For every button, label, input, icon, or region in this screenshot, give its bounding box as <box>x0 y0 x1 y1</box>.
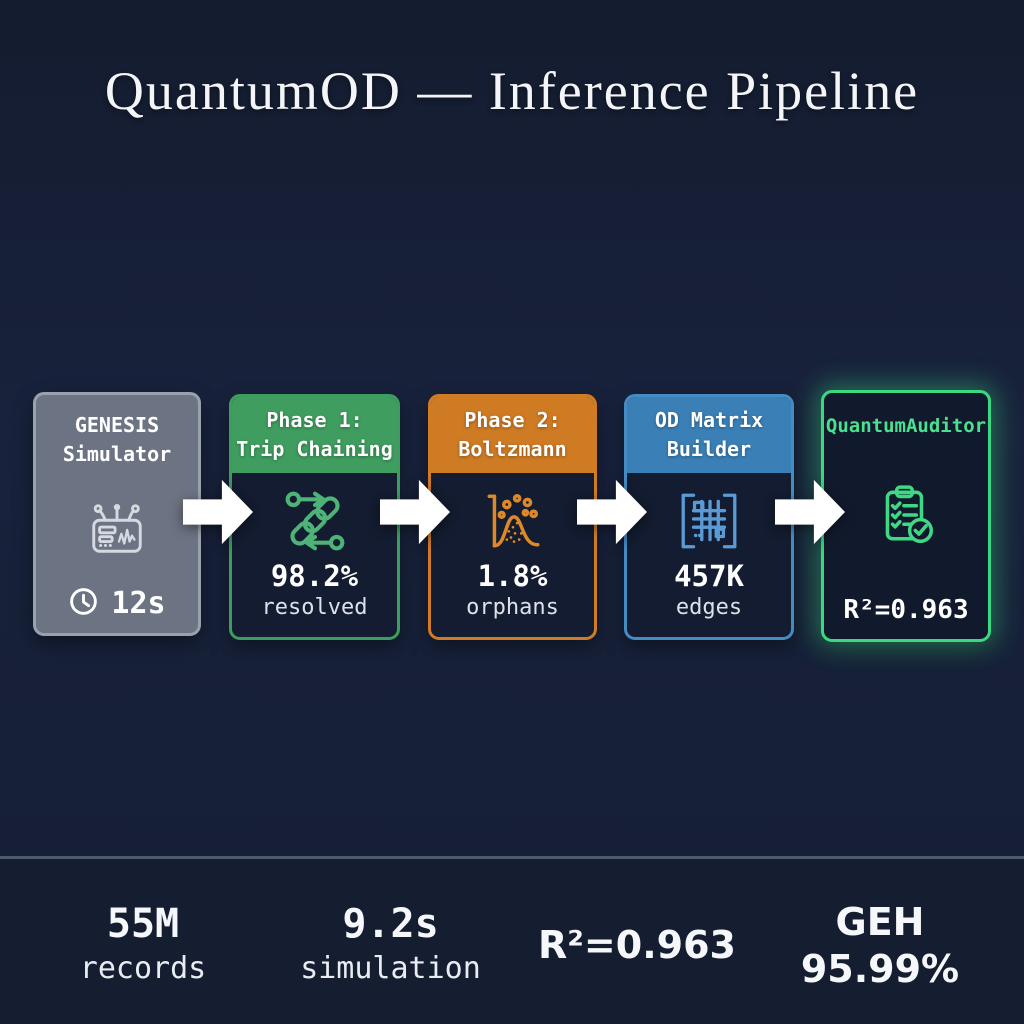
stat-label: 95.99% <box>800 947 960 991</box>
stage-phase1-trip-chaining: Phase 1: Trip Chaining 98.2% resolved <box>229 394 400 640</box>
stage-od-matrix-builder: OD Matrix Builder 457K edges <box>624 394 794 640</box>
stat-label: simulation <box>300 951 481 986</box>
arrow-phase2-to-odmatrix <box>577 479 647 545</box>
arrow-phase1-to-phase2 <box>380 479 450 545</box>
stat-r-squared: R²=0.963 <box>527 880 747 1010</box>
chain-icon <box>282 483 348 559</box>
page-title: QuantumOD — Inference Pipeline <box>104 61 920 121</box>
stat-simulation-time: 9.2s simulation <box>268 880 513 1010</box>
stat-records: 55M records <box>43 880 243 1010</box>
stat-geh: GEH 95.99% <box>770 880 990 1010</box>
stat-value: 9.2s <box>342 901 439 947</box>
distribution-icon <box>480 483 546 559</box>
stat-value: 55M <box>106 901 180 947</box>
stage-header: Phase 1: Trip Chaining <box>232 397 397 473</box>
arrow-odmatrix-to-auditor <box>775 479 845 545</box>
simulator-icon <box>36 469 198 586</box>
stage-title: QuantumAuditor <box>825 415 987 437</box>
stage-value: R²=0.963 <box>843 595 969 625</box>
footer-background <box>0 859 1024 1024</box>
stat-label: records <box>79 951 207 986</box>
stage-title: GENESIS Simulator <box>36 395 198 469</box>
stage-value: 98.2% <box>270 559 359 593</box>
runtime-row: 12s <box>36 586 198 633</box>
stage-value: 1.8% <box>477 559 548 593</box>
stage-quantum-auditor: QuantumAuditor R²=0.963 <box>821 390 991 642</box>
stage-value: 457K <box>674 559 744 593</box>
matrix-icon <box>676 483 742 559</box>
clock-icon <box>68 586 99 621</box>
stat-value: R²=0.963 <box>538 923 736 967</box>
stage-value: 12s <box>111 585 166 621</box>
stage-phase2-boltzmann: Phase 2: Boltzmann 1.8% <box>428 394 597 640</box>
stat-value: GEH <box>835 900 925 944</box>
stage-header: Phase 2: Boltzmann <box>431 397 594 473</box>
footer-divider <box>0 856 1024 859</box>
stage-label: edges <box>675 595 743 620</box>
arrow-genesis-to-phase1 <box>183 479 253 545</box>
stage-genesis-simulator: GENESIS Simulator 12s <box>33 392 201 636</box>
stage-label: orphans <box>466 595 559 620</box>
stage-title-line2: Trip Chaining <box>236 437 393 461</box>
stage-title-line1: Phase 2: <box>464 408 561 432</box>
stage-header: OD Matrix Builder <box>627 397 791 473</box>
clipboard-check-icon <box>824 437 988 593</box>
stage-title-line2: Boltzmann <box>458 437 567 461</box>
stage-title-line1: Phase 1: <box>266 408 363 432</box>
stage-label: resolved <box>261 595 368 620</box>
stage-title-line2: Simulator <box>62 442 172 466</box>
stage-title-line2: Builder <box>666 437 752 461</box>
stage-title-line1: GENESIS <box>74 413 160 437</box>
stage-title-line1: OD Matrix <box>654 408 764 432</box>
